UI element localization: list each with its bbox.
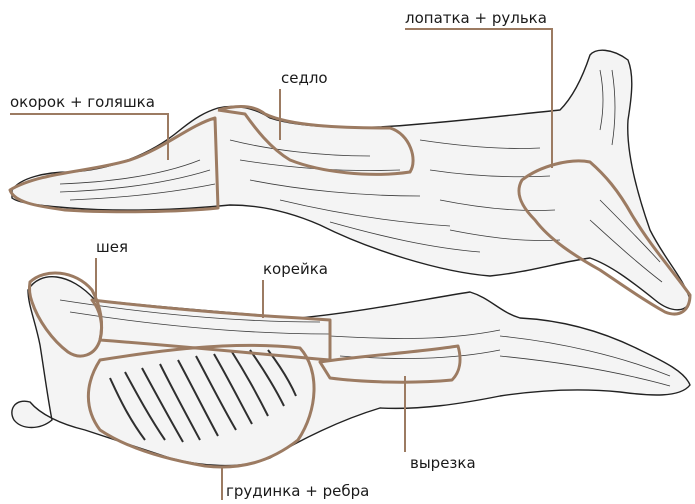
label-sheya: шея (96, 240, 128, 255)
label-koreyka: корейка (263, 262, 328, 277)
label-okorok: окорок + голяшка (10, 95, 155, 110)
label-vyrezka: вырезка (410, 456, 476, 471)
label-sedlo: седло (281, 71, 328, 86)
top-carcass-illustration (12, 50, 690, 310)
label-grudinka: грудинка + ребра (226, 484, 369, 499)
label-lopatka: лопатка + рулька (405, 11, 547, 26)
